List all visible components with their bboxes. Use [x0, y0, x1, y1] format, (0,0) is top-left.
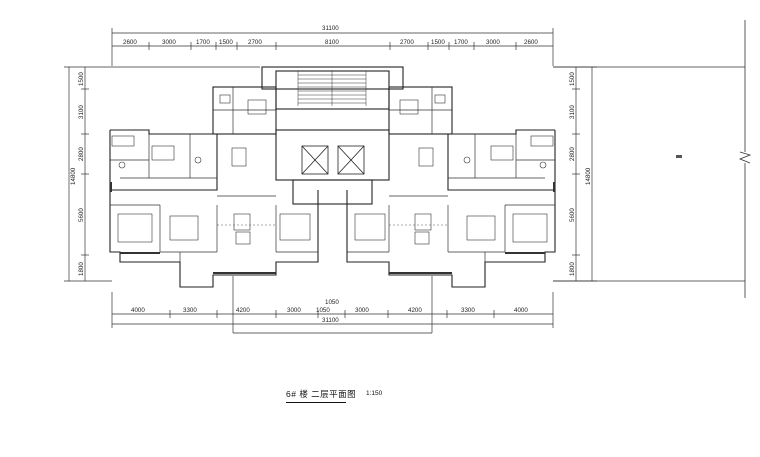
bed-furniture — [117, 145, 548, 243]
bottom-dim-8: 3300 — [461, 307, 475, 314]
bottom-dim-4: 3000 — [287, 307, 301, 314]
staircase — [297, 71, 367, 106]
right-dimension-lines — [553, 66, 597, 282]
window-bands — [110, 182, 555, 274]
left-dim-5: 1800 — [78, 262, 85, 276]
title-underline — [286, 402, 346, 403]
top-dim-4: 1500 — [219, 39, 233, 46]
top-dim-9: 1700 — [454, 39, 468, 46]
bottom-dim-3: 4200 — [236, 307, 250, 314]
bottom-mid-dimension: 1050 — [325, 299, 339, 306]
left-dim-4: 5600 — [78, 208, 85, 222]
right-dim-3: 2800 — [569, 147, 576, 161]
top-dim-10: 3000 — [486, 39, 500, 46]
interior-partitions — [110, 87, 555, 262]
building-walls — [109, 66, 556, 288]
top-dim-11: 2600 — [524, 39, 538, 46]
left-total-dimension: 14800 — [70, 167, 77, 185]
right-dim-2: 3100 — [569, 105, 576, 119]
right-dim-1: 1500 — [569, 72, 576, 86]
top-segment-labels: 2600 3000 1700 1500 2700 8100 2700 1500 … — [123, 39, 538, 46]
right-dim-5: 1800 — [569, 262, 576, 276]
top-dim-8: 1500 — [431, 39, 445, 46]
top-dimension-lines — [111, 28, 554, 66]
left-dim-3: 2800 — [78, 147, 85, 161]
left-segment-labels: 1500 3100 2800 5600 1800 — [78, 72, 85, 276]
bottom-dim-2: 3300 — [183, 307, 197, 314]
top-total-dimension: 31100 — [322, 25, 339, 32]
bottom-dim-1: 4000 — [131, 307, 145, 314]
bottom-segment-labels: 4000 3300 4200 3000 1050 3000 4200 3300 … — [131, 307, 528, 314]
right-total-dimension: 14800 — [585, 167, 592, 185]
left-dimension-lines — [64, 66, 112, 282]
top-dim-7: 2700 — [400, 39, 414, 46]
top-dim-3: 1700 — [196, 39, 210, 46]
bottom-dimension-lines — [111, 276, 554, 334]
bottom-dim-9: 4000 — [514, 307, 528, 314]
top-dim-2: 3000 — [162, 39, 176, 46]
drawing-title: 6# 楼 二层平面图 — [286, 389, 357, 399]
bottom-dim-6: 3000 — [355, 307, 369, 314]
site-marker — [676, 155, 682, 158]
top-dim-5: 2700 — [248, 39, 262, 46]
site-boundary — [112, 20, 752, 298]
top-dim-1: 2600 — [123, 39, 137, 46]
bottom-total-dimension: 31100 — [322, 317, 339, 324]
dining-tables — [231, 147, 434, 245]
left-dim-2: 3100 — [78, 105, 85, 119]
left-dim-1: 1500 — [78, 72, 85, 86]
drawing-scale: 1:150 — [366, 390, 383, 397]
bottom-dim-5: 1050 — [316, 307, 330, 314]
bathroom-fixtures — [111, 94, 554, 169]
drawing-caption: 6# 楼 二层平面图 1:150 — [0, 384, 760, 414]
elevator-shafts — [301, 145, 365, 175]
right-segment-labels: 1500 3100 2800 5600 1800 — [569, 72, 576, 276]
top-dim-6: 8100 — [325, 39, 339, 46]
bottom-dim-7: 4200 — [408, 307, 422, 314]
right-dim-4: 5600 — [569, 208, 576, 222]
